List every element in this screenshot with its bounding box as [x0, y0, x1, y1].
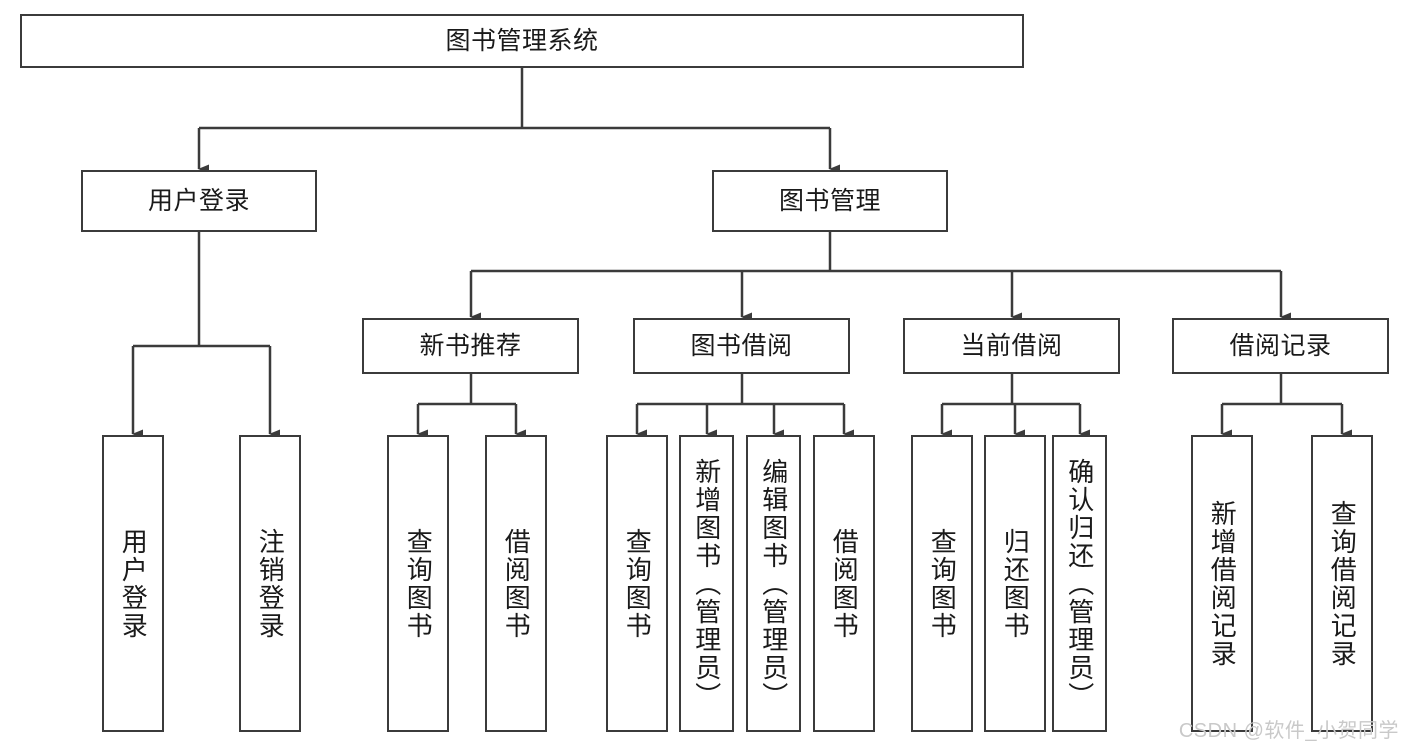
leaf-return-book-label: 归还图书	[1000, 527, 1031, 640]
leaf-query-borrow-record-label: 查询借阅记录	[1327, 499, 1358, 668]
leaf-edit-book-label: 编辑图书（管理员）	[758, 457, 789, 710]
leaf-return-book[interactable]: 归还图书	[984, 435, 1046, 732]
node-book-manage-label: 图书管理	[778, 187, 881, 215]
node-new-book-recommend[interactable]: 新书推荐	[362, 318, 579, 374]
leaf-user-login-label: 用户登录	[118, 527, 149, 640]
node-borrow-record-label: 借阅记录	[1229, 332, 1332, 360]
leaf-query-borrow-record[interactable]: 查询借阅记录	[1311, 435, 1373, 732]
node-root-label: 图书管理系统	[445, 27, 599, 55]
node-current-borrow-label: 当前借阅	[960, 332, 1063, 360]
leaf-query-book-borrow-label: 查询图书	[622, 527, 653, 640]
node-user-login-label: 用户登录	[147, 187, 250, 215]
leaf-confirm-return[interactable]: 确认归还（管理员）	[1052, 435, 1107, 732]
leaf-query-book-recommend-label: 查询图书	[403, 527, 434, 640]
watermark-text: CSDN @软件_小贺同学	[1178, 720, 1399, 742]
leaf-query-book-recommend[interactable]: 查询图书	[387, 435, 449, 732]
leaf-borrow-book[interactable]: 借阅图书	[813, 435, 875, 732]
leaf-add-borrow-record[interactable]: 新增借阅记录	[1191, 435, 1253, 732]
leaf-query-book-borrow[interactable]: 查询图书	[606, 435, 668, 732]
node-book-manage[interactable]: 图书管理	[712, 170, 948, 232]
node-book-borrow[interactable]: 图书借阅	[633, 318, 850, 374]
node-user-login[interactable]: 用户登录	[81, 170, 317, 232]
leaf-edit-book[interactable]: 编辑图书（管理员）	[746, 435, 801, 732]
leaf-query-book-current-label: 查询图书	[927, 527, 958, 640]
leaf-user-logout-label: 注销登录	[255, 527, 286, 640]
leaf-add-book-label: 新增图书（管理员）	[691, 457, 722, 710]
leaf-user-login[interactable]: 用户登录	[102, 435, 164, 732]
leaf-add-book[interactable]: 新增图书（管理员）	[679, 435, 734, 732]
node-book-borrow-label: 图书借阅	[690, 332, 793, 360]
leaf-add-borrow-record-label: 新增借阅记录	[1207, 499, 1238, 668]
node-root[interactable]: 图书管理系统	[20, 14, 1024, 68]
node-borrow-record[interactable]: 借阅记录	[1172, 318, 1389, 374]
leaf-borrow-book-recommend[interactable]: 借阅图书	[485, 435, 547, 732]
node-new-book-recommend-label: 新书推荐	[419, 332, 522, 360]
leaf-user-logout[interactable]: 注销登录	[239, 435, 301, 732]
leaf-borrow-book-recommend-label: 借阅图书	[501, 527, 532, 640]
leaf-confirm-return-label: 确认归还（管理员）	[1064, 457, 1095, 710]
leaf-query-book-current[interactable]: 查询图书	[911, 435, 973, 732]
leaf-borrow-book-label: 借阅图书	[829, 527, 860, 640]
node-current-borrow[interactable]: 当前借阅	[903, 318, 1120, 374]
